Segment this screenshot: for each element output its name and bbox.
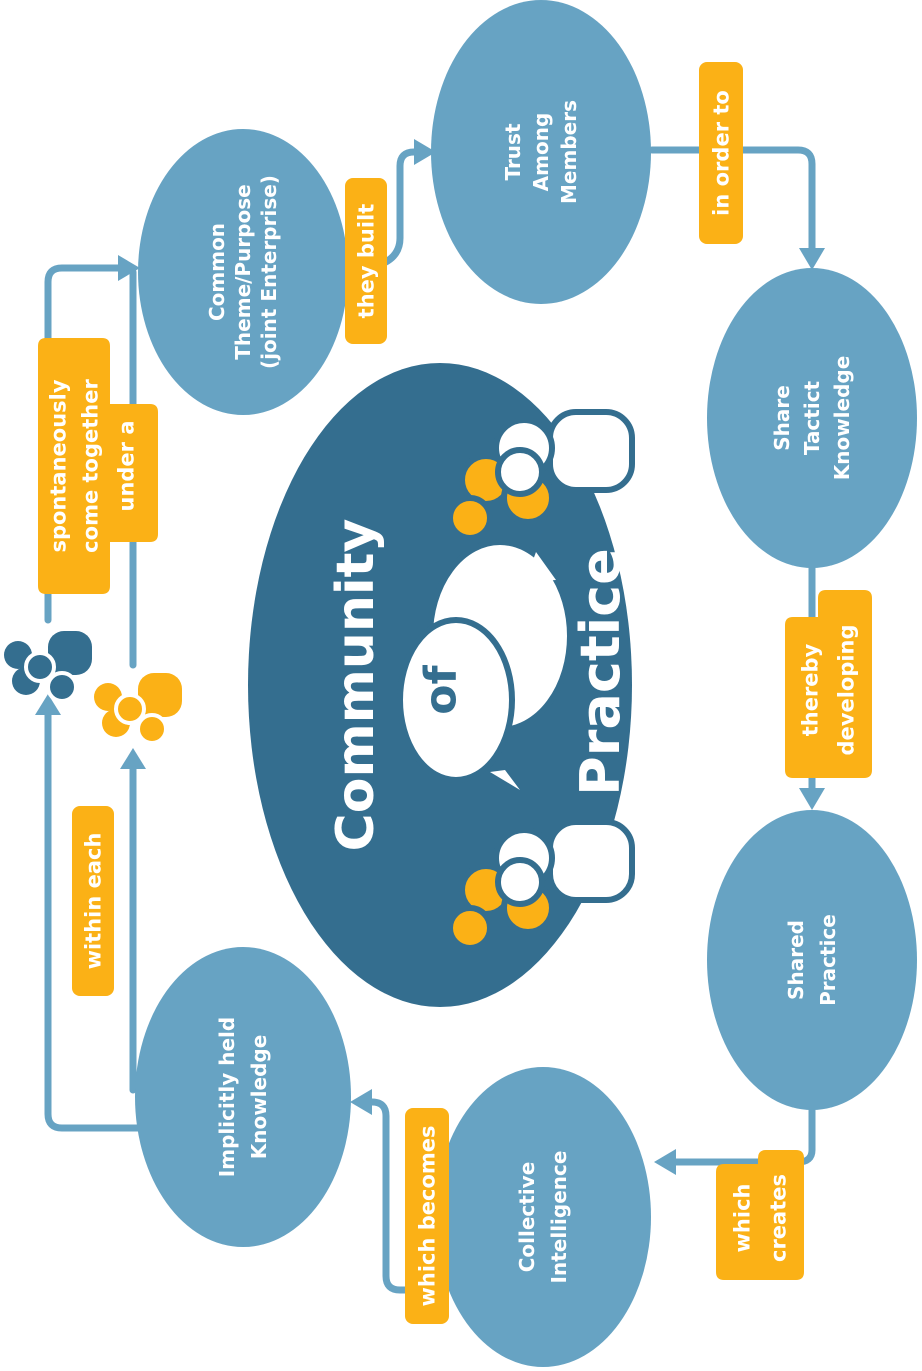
node-common-theme-line-1: Common <box>205 223 229 321</box>
label-spontaneously-line-2: come together <box>78 379 102 553</box>
label-spontaneously: spontaneously come together under a <box>38 338 158 594</box>
node-common-theme-line-2: Theme/Purpose <box>231 184 255 359</box>
people-group-yellow-icon <box>94 673 182 745</box>
label-thereby-line-2: developing <box>834 624 858 755</box>
node-implicitly-held-knowledge: Implicitly held Knowledge <box>135 947 351 1247</box>
label-which-becomes: which becomes <box>405 1108 449 1324</box>
node-trust-line-1: Trust <box>501 123 525 180</box>
label-thereby-line-1: thereby <box>798 643 822 736</box>
node-common-theme: Common Theme/Purpose (joint Enterprise) <box>138 129 348 415</box>
node-trust-line-2: Among <box>529 113 553 192</box>
label-they-built-text: they built <box>354 204 378 319</box>
arrowhead-left-collective <box>654 1149 676 1175</box>
label-which-creates-line-1: which <box>730 1184 754 1253</box>
arrowhead-left-implicit <box>350 1089 372 1115</box>
label-which-becomes-text: which becomes <box>415 1125 439 1306</box>
connector-within-each-outer <box>44 708 149 1132</box>
connector-in-order-to <box>648 146 816 252</box>
node-share-tacit-line-3: Knowledge <box>830 356 854 481</box>
label-spontaneously-line-1: spontaneously <box>46 379 70 552</box>
people-group-mixed-icon <box>447 409 635 541</box>
arrowhead-up-dark-people <box>35 694 61 715</box>
people-group-mixed-icon <box>447 819 635 951</box>
node-share-tacit-knowledge: Share Tactict Knowledge <box>707 268 917 568</box>
label-within-each-text: within each <box>81 833 105 970</box>
node-share-tacit-line-2: Tactict <box>800 380 824 455</box>
label-in-order-to: in order to <box>699 62 743 244</box>
node-common-theme-line-3: (joint Enterprise) <box>257 175 281 369</box>
arrowhead-down-shared-practice <box>799 788 825 810</box>
arrowhead-right-trust <box>414 139 436 165</box>
speech-bubble-icon <box>397 539 573 790</box>
center-title-of: of <box>415 664 466 714</box>
node-collective-line-1: Collective <box>515 1162 539 1273</box>
label-in-order-to-text: in order to <box>709 90 733 216</box>
node-trust: Trust Among Members <box>431 0 651 304</box>
connector-spontaneously-outer <box>44 264 124 624</box>
label-which-creates-line-2: creates <box>766 1174 790 1262</box>
node-share-tacit-line-1: Share <box>770 385 794 451</box>
node-implicit-line-1: Implicitly held <box>215 1017 239 1177</box>
label-within-each: within each <box>72 806 114 996</box>
label-they-built: they built <box>345 178 387 344</box>
node-shared-practice-line-2: Practice <box>816 914 840 1006</box>
node-collective-intelligence: Collective Intelligence <box>435 1067 651 1367</box>
node-trust-line-3: Members <box>557 100 581 204</box>
arrowhead-down-share-tacit <box>799 248 825 270</box>
label-spontaneously-line-3: under a <box>114 420 138 511</box>
arrowhead-right-common-theme <box>118 255 140 281</box>
label-thereby-developing: thereby developing <box>785 590 872 778</box>
center-title-community: Community <box>326 519 386 852</box>
center-title-practice: Practice <box>569 548 632 796</box>
center-community-of-practice: Community of Practice <box>248 363 635 1007</box>
people-group-dark-icon <box>4 631 92 703</box>
connector-which-becomes <box>368 1098 444 1294</box>
node-shared-practice-line-1: Shared <box>784 920 808 1000</box>
node-shared-practice: Shared Practice <box>707 810 917 1110</box>
arrowhead-up-yellow-people <box>120 748 146 769</box>
node-collective-line-2: Intelligence <box>547 1151 571 1284</box>
label-which-creates: which creates <box>716 1150 804 1280</box>
node-implicit-line-2: Knowledge <box>247 1035 271 1160</box>
